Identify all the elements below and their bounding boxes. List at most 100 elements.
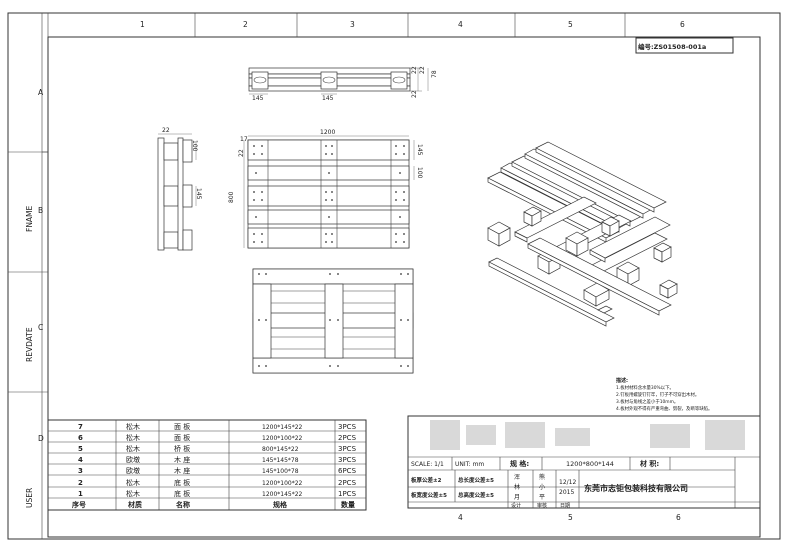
tol-width: 板宽度公差±5: [411, 491, 447, 499]
side-label-revdate: REVDATE: [25, 327, 34, 362]
part-4-qty: 3PCS: [338, 456, 357, 464]
part-6-no: 6: [78, 434, 83, 442]
part-3-no: 3: [78, 467, 83, 475]
row-label-b: B: [38, 206, 43, 215]
drawing-number: 编号:ZS01508-001a: [638, 42, 706, 51]
part-5-spec: 800*145*22: [262, 446, 299, 453]
col-label-6: 6: [680, 20, 685, 29]
header-name: 名称: [176, 500, 190, 509]
date-label: 日期: [560, 503, 570, 509]
dim-front-22c: 22: [411, 90, 418, 98]
material-volume-label: 材 积:: [639, 459, 659, 468]
col-label-bottom-5: 5: [568, 513, 573, 522]
row-label-a: A: [38, 88, 44, 97]
part-6-qty: 2PCS: [338, 434, 357, 442]
col-label-5: 5: [568, 20, 573, 29]
spec-value: 1200*800*144: [566, 460, 614, 468]
part-6-spec: 1200*100*22: [262, 435, 303, 442]
part-7-spec: 1200*145*22: [262, 424, 303, 431]
exploded-isometric-view: [487, 141, 678, 327]
dim-plan-145: 145: [416, 144, 423, 156]
dim-front-22b: 22: [419, 66, 426, 74]
dim-plan-800: 800: [228, 191, 235, 203]
header-no: 序号: [71, 500, 86, 509]
plan-view-bottom: [252, 268, 414, 374]
part-3-name: 木 座: [174, 466, 190, 475]
part-4-spec: 145*145*78: [262, 457, 299, 464]
spec-label: 规 格:: [510, 459, 529, 468]
part-3-material: 欧墩: [126, 466, 140, 475]
dim-front-78: 78: [431, 70, 438, 78]
side-label-user: USER: [25, 488, 34, 508]
note-line-4: 4.板材外观不得有严重弯曲、劈裂，及断等缺陷。: [616, 405, 712, 412]
part-1-material: 松木: [126, 489, 140, 498]
part-6-name: 面 板: [174, 433, 190, 442]
drawing-number-box: [635, 37, 734, 54]
part-6-material: 松木: [126, 433, 140, 442]
header-spec: 规格: [273, 500, 288, 509]
notes: 描述: 1.板材材料含水量30%以下。 2.钉板用螺旋钉钉牢，钉子不可穿出木材。…: [615, 377, 712, 412]
col-label-bottom-6: 6: [676, 513, 681, 522]
part-3-spec: 145*100*78: [262, 468, 299, 475]
part-5-no: 5: [78, 445, 83, 453]
dim-front-145: 145: [252, 95, 264, 102]
company-name: 东莞市志钜包装科技有限公司: [584, 483, 688, 493]
design-label: 设计: [511, 502, 521, 509]
side-label-fname: FNAME: [25, 205, 34, 232]
col-label-4: 4: [458, 20, 463, 29]
designer-char-1: 熊: [539, 473, 545, 481]
sheet-frame: [7, 12, 781, 540]
dim-side-22: 22: [162, 127, 170, 134]
row-label-c: C: [38, 323, 43, 332]
designer-char-2: 小: [539, 483, 545, 491]
note-line-2: 2.钉板用螺旋钉钉牢，钉子不可穿出木材。: [616, 391, 699, 398]
tol-length: 总长度公差±5: [458, 476, 494, 484]
checker-char-1: 浑: [514, 473, 520, 481]
part-5-qty: 3PCS: [338, 445, 357, 453]
part-7-name: 面 板: [174, 422, 190, 431]
notes-title: 描述:: [615, 377, 628, 384]
dim-front-22a: 22: [411, 66, 418, 74]
part-1-qty: 1PCS: [338, 490, 357, 498]
row-label-d: D: [38, 434, 44, 443]
part-2-name: 底 板: [174, 478, 190, 487]
part-5-material: 松木: [126, 444, 140, 453]
col-label-bottom-4: 4: [458, 513, 463, 522]
dim-plan-22: 22: [238, 149, 245, 157]
part-1-spec: 1200*145*22: [262, 491, 303, 498]
header-qty: 数量: [341, 500, 355, 509]
col-label-2: 2: [243, 20, 248, 29]
part-7-no: 7: [78, 423, 83, 431]
part-7-qty: 3PCS: [338, 423, 357, 431]
part-7-material: 松木: [126, 422, 140, 431]
scale-label: SCALE: 1/1: [411, 461, 444, 468]
date-year: 2015: [559, 489, 574, 496]
part-2-qty: 2PCS: [338, 479, 357, 487]
note-line-3: 3.板材与角线之差小于10mm。: [616, 398, 678, 405]
designer-char-3: 平: [539, 494, 545, 501]
dim-plan-100: 100: [416, 167, 423, 179]
plan-view-top: 1200 17 22 145 100 800: [228, 129, 423, 249]
unit-label: UNIT: mm: [455, 461, 484, 468]
col-label-3: 3: [350, 20, 355, 29]
dim-plan-17: 17: [240, 136, 248, 143]
checker-char-3: 月: [514, 494, 520, 501]
part-2-spec: 1200*100*22: [262, 480, 303, 487]
side-view: 22 100 145: [157, 127, 202, 251]
part-5-name: 桥 板: [174, 444, 190, 453]
dim-front-145b: 145: [322, 95, 334, 102]
drawing-frame: [47, 36, 761, 538]
title-block: SCALE: 1/1 UNIT: mm 规 格: 1200*800*144 材 …: [407, 415, 761, 509]
audit-label: 审核: [537, 502, 547, 509]
checker-char-2: 林: [514, 483, 520, 491]
part-2-no: 2: [78, 479, 83, 487]
date-day: 12/12: [559, 479, 576, 486]
tol-height: 总高度公差±5: [458, 491, 494, 499]
dim-side-100: 100: [191, 140, 198, 152]
part-4-name: 木 座: [174, 455, 190, 464]
dim-plan-1200: 1200: [320, 129, 335, 136]
tol-board: 板厚公差±2: [411, 476, 442, 484]
header-material: 材质: [127, 500, 142, 509]
